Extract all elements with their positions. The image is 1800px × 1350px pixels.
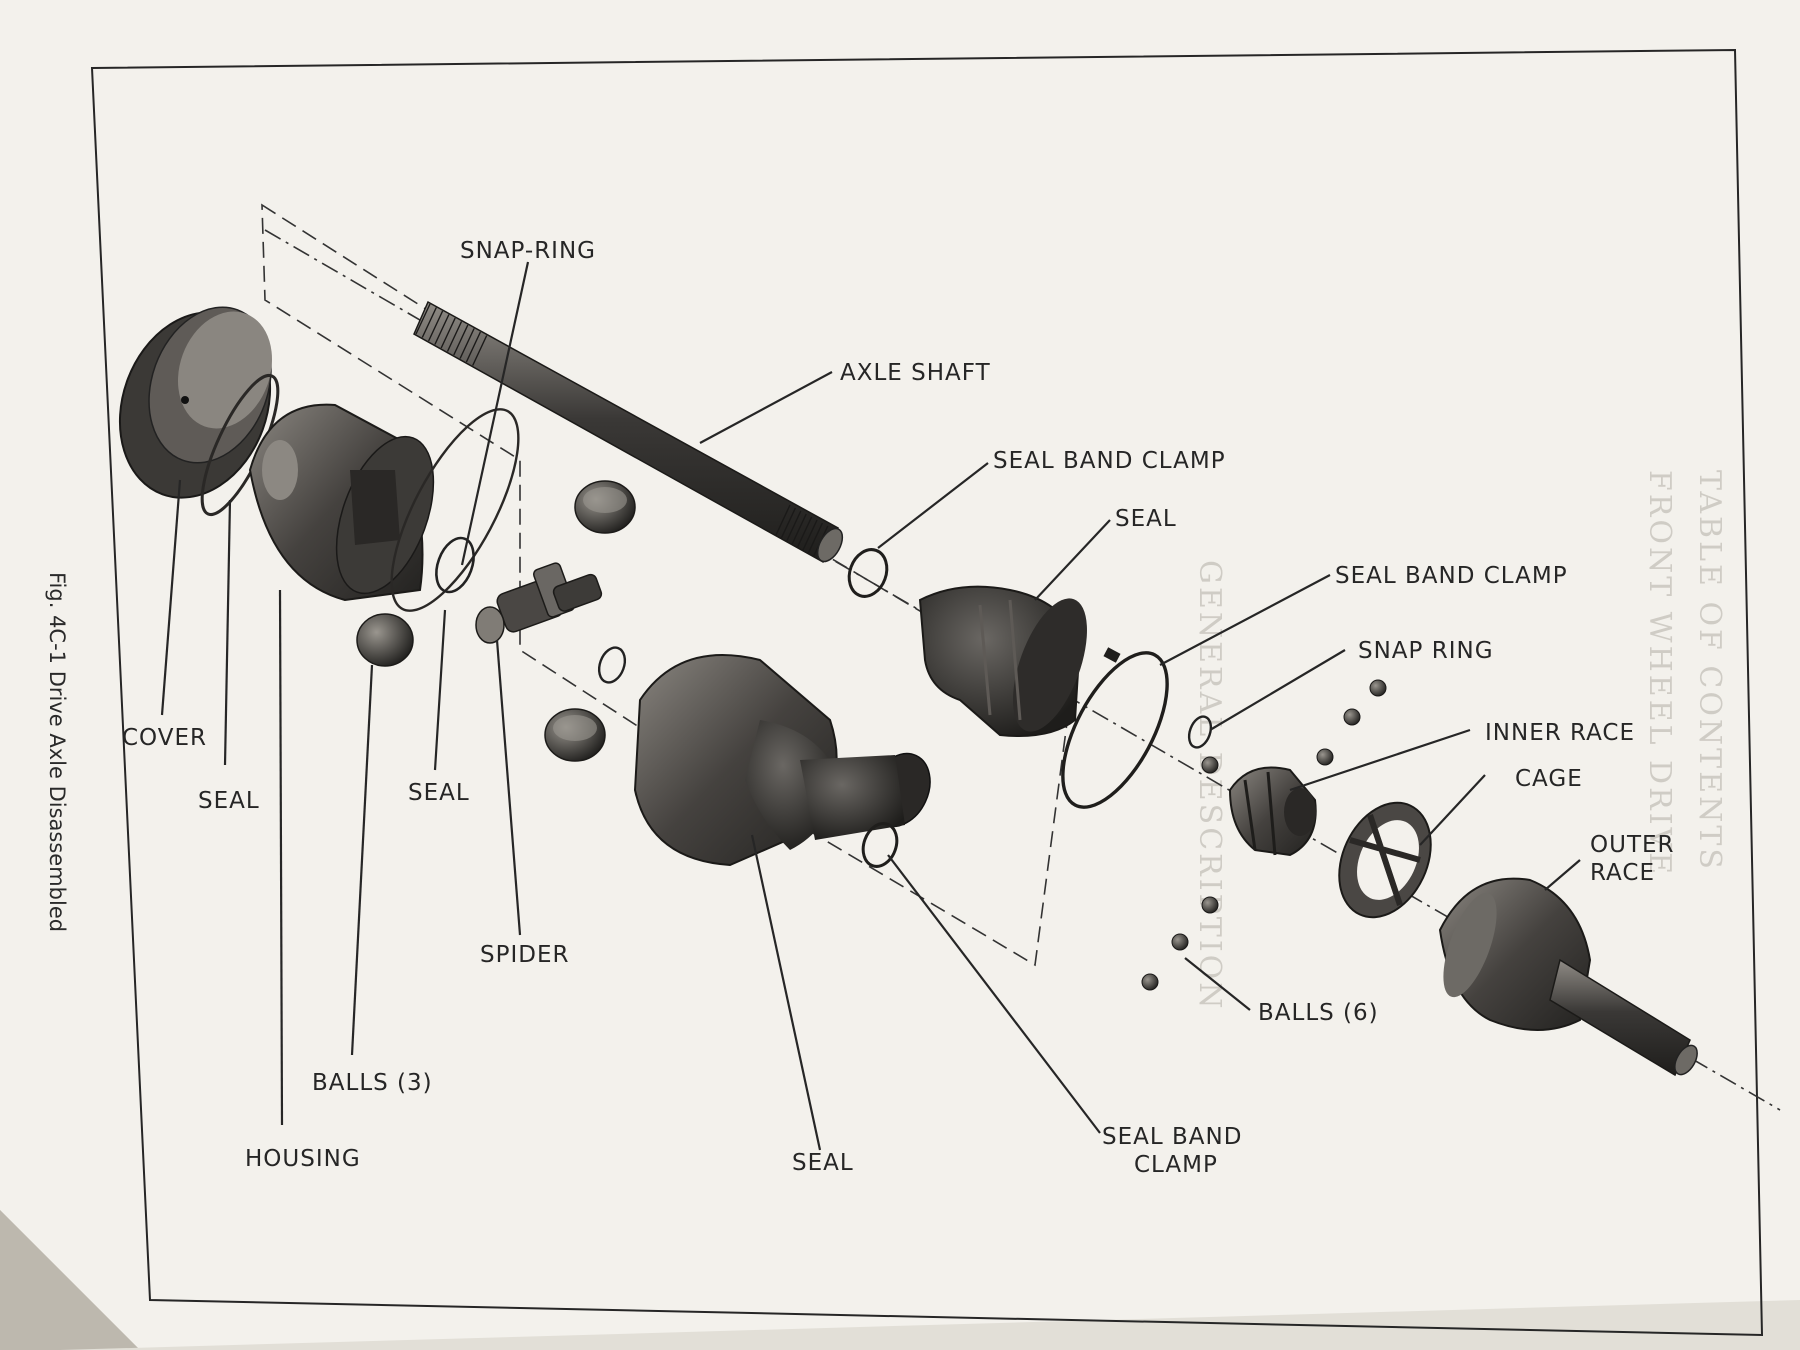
label-seal-boot-upper: SEAL — [1115, 506, 1177, 532]
shaft-spline — [791, 513, 807, 545]
shaft-spline — [427, 310, 444, 342]
shaft-spline — [440, 317, 456, 349]
label-outer-race-line2: RACE — [1590, 860, 1655, 886]
shaft-spline — [780, 507, 797, 539]
label-outer-race-line1: OUTER — [1590, 832, 1675, 858]
label-seal-band-clamp-2: SEAL BAND CLAMP — [1335, 563, 1568, 589]
label-snap-ring-top: SNAP-RING — [460, 238, 596, 264]
shaft-spline — [434, 314, 450, 345]
axle-shaft — [413, 300, 844, 564]
shaft-spline — [807, 522, 824, 554]
ball — [1316, 748, 1334, 766]
shaft-spline — [459, 328, 475, 359]
svg-text:TABLE OF CONTENTS: TABLE OF CONTENTS — [1692, 470, 1727, 872]
bearing-ball-left — [356, 613, 414, 667]
shaft-spline — [786, 510, 802, 542]
label-spider: SPIDER — [480, 942, 569, 968]
svg-text:FRONT WHEEL DRIVE: FRONT WHEEL DRIVE — [1642, 470, 1677, 877]
shaft-spline — [796, 516, 813, 548]
shaft-spline — [421, 307, 437, 338]
ball — [1171, 933, 1189, 951]
seal-boot-lower-part — [633, 654, 931, 867]
shaft-spline — [453, 324, 469, 356]
shaft-spline — [415, 303, 431, 335]
seal-boot-upper-part — [918, 585, 1087, 737]
bearing-ball-upper — [574, 480, 636, 534]
spider-part — [475, 562, 603, 644]
ball — [1369, 679, 1387, 697]
figure-frame — [90, 48, 1764, 1337]
label-seal-boot-lower: SEAL — [792, 1150, 854, 1176]
snap-ring-top-part — [435, 536, 475, 594]
page-curl-shadow — [0, 1210, 140, 1350]
seal-ring-mid — [390, 408, 520, 612]
ball — [1201, 896, 1219, 914]
label-seal-band-clamp-3-line2: CLAMP — [1134, 1152, 1218, 1178]
outer-race-part — [1438, 877, 1698, 1077]
ball — [1141, 973, 1159, 991]
housing-part — [248, 403, 435, 602]
label-balls-three: BALLS (3) — [312, 1070, 433, 1096]
part-labels: SNAP-RING AXLE SHAFT SEAL BAND CLAMP SEA… — [122, 238, 1675, 1178]
label-cover: COVER — [122, 725, 207, 751]
label-seal-band-clamp-1: SEAL BAND CLAMP — [993, 448, 1226, 474]
seal-band-clamp-small-upper — [847, 548, 889, 598]
cover-part — [118, 306, 273, 499]
page-bottom-edge — [60, 1300, 1800, 1350]
label-axle-shaft: AXLE SHAFT — [840, 360, 991, 386]
show-through-text: TABLE OF CONTENTS FRONT WHEEL DRIVE GENE… — [1192, 470, 1727, 1012]
shaft-spline — [802, 519, 818, 551]
shaft-spline — [775, 504, 791, 536]
snap-ring-small — [597, 646, 627, 684]
shaft-spline — [472, 335, 488, 366]
shaft-spline — [465, 331, 482, 363]
label-balls-six: BALLS (6) — [1258, 1000, 1379, 1026]
ball — [1201, 756, 1219, 774]
balls-six-group — [1141, 679, 1387, 991]
ball — [1343, 708, 1361, 726]
seal-band-clamp-large — [1061, 651, 1169, 809]
label-cage: CAGE — [1515, 766, 1583, 792]
label-inner-race: INNER RACE — [1485, 720, 1635, 746]
label-seal-ring-left: SEAL — [198, 788, 260, 814]
leader-lines — [160, 261, 1581, 1151]
figure-caption: Fig. 4C-1 Drive Axle Disassembled — [45, 572, 69, 932]
label-seal-ring-mid: SEAL — [408, 780, 470, 806]
label-seal-band-clamp-3-line1: SEAL BAND — [1102, 1124, 1242, 1150]
label-snap-ring-right: SNAP RING — [1358, 638, 1494, 664]
bearing-ball-lower — [544, 708, 606, 762]
label-housing: HOUSING — [245, 1146, 361, 1172]
seal-band-clamp-small-lower — [861, 822, 899, 868]
shaft-spline — [446, 321, 463, 352]
snap-ring-right-part — [1187, 715, 1213, 749]
cage-part — [1338, 801, 1432, 919]
